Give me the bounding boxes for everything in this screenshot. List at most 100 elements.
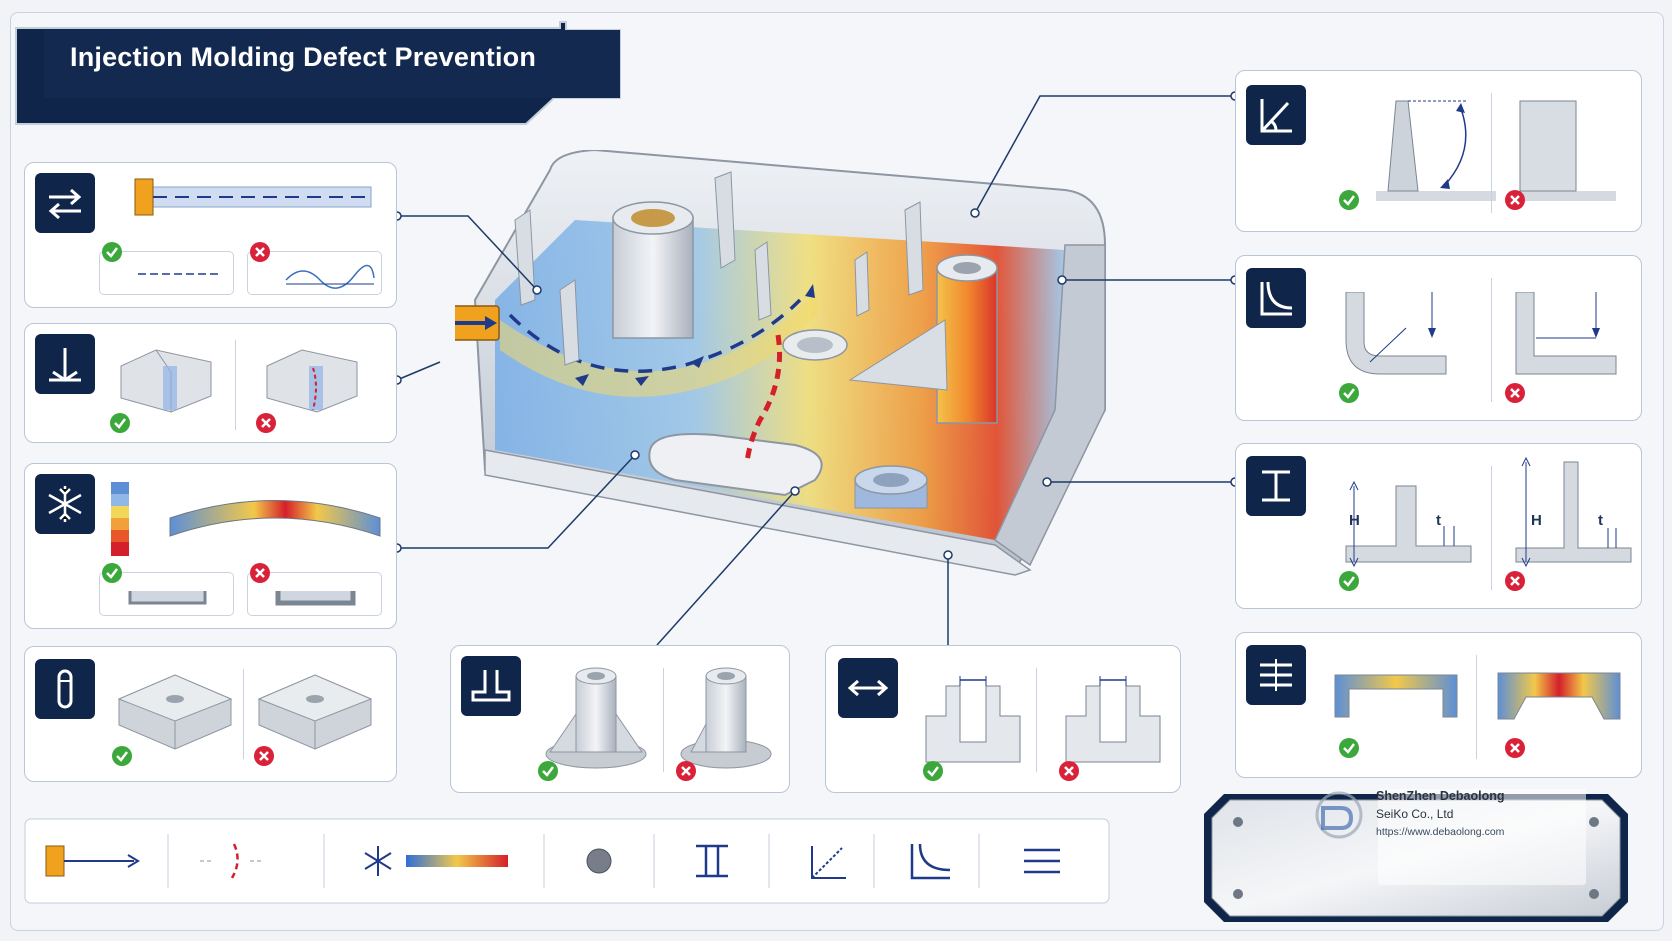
- boss-panel: [450, 645, 790, 793]
- good-check-icon: [1339, 190, 1359, 210]
- cooling-bad-example: [247, 572, 382, 616]
- company-name: ShenZhen Debaolong: [1376, 789, 1505, 803]
- cooling-panel: [24, 463, 397, 629]
- gate-panel: [24, 323, 397, 443]
- legend-weld-line-icon: [200, 843, 264, 879]
- boss-bad-plain: [680, 667, 772, 769]
- rib-bad-thickness-label: t: [1598, 512, 1603, 529]
- bad-x-icon: [1505, 571, 1525, 591]
- separator: [1491, 466, 1492, 590]
- wall-thickness-icon: [1260, 659, 1292, 691]
- ejector-panel: [24, 646, 397, 782]
- warped-plate: [169, 500, 381, 537]
- wall-bad-section: [1497, 672, 1621, 720]
- draft-badge: [1246, 85, 1306, 145]
- radius-good-section: [1345, 292, 1447, 375]
- boss-badge: [461, 656, 521, 716]
- legend-rib-icon: [696, 844, 728, 878]
- draft-good-wall: [1376, 100, 1496, 201]
- draft-bad-wall: [1516, 100, 1616, 201]
- good-check-icon: [102, 242, 122, 262]
- good-check-icon: [1339, 738, 1359, 758]
- bad-x-icon: [254, 746, 274, 766]
- flow-badge: [35, 173, 95, 233]
- spacing-good-section: [925, 676, 1021, 763]
- legend-ejector-icon: [586, 848, 612, 874]
- radius-badge: [1246, 268, 1306, 328]
- company-url[interactable]: https://www.debaolong.com: [1376, 826, 1505, 838]
- jetting-flow-sketch: [285, 264, 375, 289]
- spacing-panel: [825, 645, 1181, 793]
- bad-x-icon: [1505, 738, 1525, 758]
- company-logo-icon: [1315, 791, 1363, 839]
- separator: [1491, 278, 1492, 402]
- separator: [235, 340, 236, 430]
- good-check-icon: [1339, 571, 1359, 591]
- radius-panel: [1235, 255, 1642, 421]
- separator: [1476, 655, 1477, 759]
- company-subtitle: SeiKo Co., Ltd: [1376, 807, 1454, 821]
- ejector-good-block: [117, 674, 233, 750]
- ejector-pin-icon: [57, 669, 73, 709]
- wall-badge: [1246, 645, 1306, 705]
- flow-panel: [24, 162, 397, 308]
- good-check-icon: [923, 761, 943, 781]
- rib-badge: [1246, 456, 1306, 516]
- good-check-icon: [112, 746, 132, 766]
- good-check-icon: [538, 761, 558, 781]
- separator: [1036, 668, 1037, 772]
- bad-x-icon: [1059, 761, 1079, 781]
- legend-radius-icon: [910, 843, 951, 880]
- wall-panel: [1235, 632, 1642, 778]
- draft-angle-icon: [1260, 99, 1292, 133]
- separator: [663, 668, 664, 772]
- cooling-badge: [35, 474, 95, 534]
- laminar-flow-sketch: [138, 273, 220, 275]
- good-check-icon: [110, 413, 130, 433]
- flow-bad-example: [247, 251, 382, 295]
- nonuniform-wall-sketch: [275, 591, 356, 606]
- wall-good-section: [1334, 674, 1458, 718]
- separator: [243, 669, 244, 759]
- spacing-icon: [847, 679, 889, 697]
- page-title: Injection Molding Defect Prevention: [70, 42, 537, 72]
- legend-wall-icon: [1024, 848, 1060, 874]
- rib-good-section: [1345, 480, 1472, 568]
- title-banner: [15, 21, 621, 125]
- rib-bad-section: [1515, 456, 1632, 568]
- rib-good-thickness-label: t: [1436, 512, 1441, 529]
- rib-panel: H t H t: [1235, 443, 1642, 609]
- good-check-icon: [102, 563, 122, 583]
- cooling-good-example: [99, 572, 234, 616]
- draft-panel: [1235, 70, 1642, 232]
- good-check-icon: [1339, 383, 1359, 403]
- rib-bad-height-label: H: [1531, 512, 1542, 529]
- gate-badge: [35, 334, 95, 394]
- corner-radius-icon: [1260, 281, 1293, 316]
- symbol-legend: [24, 818, 1110, 904]
- legend-cooling-icon: [364, 846, 392, 876]
- gate-flow-diagram: [134, 178, 372, 216]
- legend-draft-icon: [811, 846, 846, 879]
- legend-gate-flow-icon: [45, 845, 140, 877]
- flow-good-example: [99, 251, 234, 295]
- radius-bad-section: [1515, 292, 1617, 375]
- separator: [1491, 93, 1492, 213]
- spacing-badge: [838, 658, 898, 718]
- gate-bad-cube: [266, 349, 358, 413]
- boss-good-gusset: [545, 667, 647, 769]
- snowflake-icon: [48, 486, 82, 522]
- gate-good-cube: [120, 349, 212, 413]
- bad-x-icon: [676, 761, 696, 781]
- boss-icon: [471, 670, 511, 702]
- rib-icon: [1262, 470, 1290, 502]
- uniform-wall-sketch: [128, 591, 207, 605]
- temperature-scale: [111, 482, 129, 556]
- bad-x-icon: [1505, 383, 1525, 403]
- bad-x-icon: [256, 413, 276, 433]
- ejector-badge: [35, 659, 95, 719]
- bad-x-icon: [250, 242, 270, 262]
- flow-direction-icon: [48, 188, 82, 220]
- molded-part-illustration: [455, 150, 1106, 576]
- ejector-bad-block: [257, 674, 373, 750]
